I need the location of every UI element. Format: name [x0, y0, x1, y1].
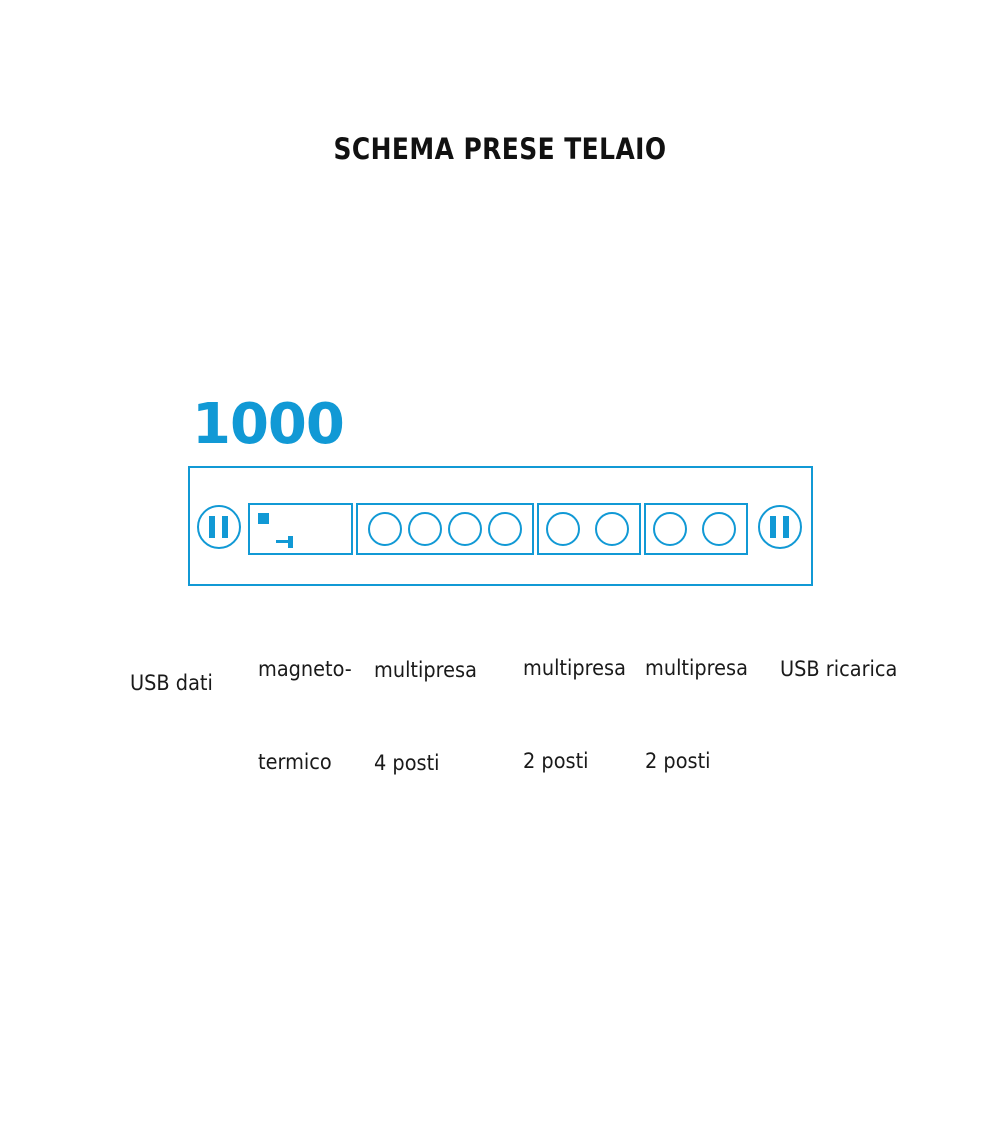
multipresa-2a-box — [537, 503, 641, 555]
socket-circle-icon — [546, 512, 580, 546]
usb-dati-icon — [197, 505, 241, 549]
label-multipresa-2b: multipresa 2 posti — [645, 656, 748, 773]
socket-circle-icon — [653, 512, 687, 546]
socket-circle-icon — [448, 512, 482, 546]
usb-bar — [222, 516, 228, 538]
label-magnetotermico: magneto- termico — [258, 657, 352, 774]
label-usb-dati: USB dati — [130, 671, 213, 695]
socket-circle-icon — [368, 512, 402, 546]
model-number: 1000 — [192, 392, 345, 457]
label-usb-ricarica: USB ricarica — [780, 657, 898, 681]
diagram-title: SCHEMA PRESE TELAIO — [333, 132, 667, 166]
usb-bar — [209, 516, 215, 538]
usb-bar — [783, 516, 789, 538]
socket-circle-icon — [488, 512, 522, 546]
circuit-breaker-icon — [258, 513, 293, 548]
socket-circle-icon — [595, 512, 629, 546]
usb-bar — [770, 516, 776, 538]
multipresa-2b-box — [644, 503, 748, 555]
label-multipresa-4: multipresa 4 posti — [374, 658, 477, 775]
socket-circle-icon — [702, 512, 736, 546]
label-multipresa-2a: multipresa 2 posti — [523, 656, 626, 773]
magnetotermico-box — [248, 503, 353, 555]
usb-ricarica-icon — [758, 505, 802, 549]
frame-outline — [188, 466, 813, 586]
socket-circle-icon — [408, 512, 442, 546]
multipresa-4-box — [356, 503, 534, 555]
